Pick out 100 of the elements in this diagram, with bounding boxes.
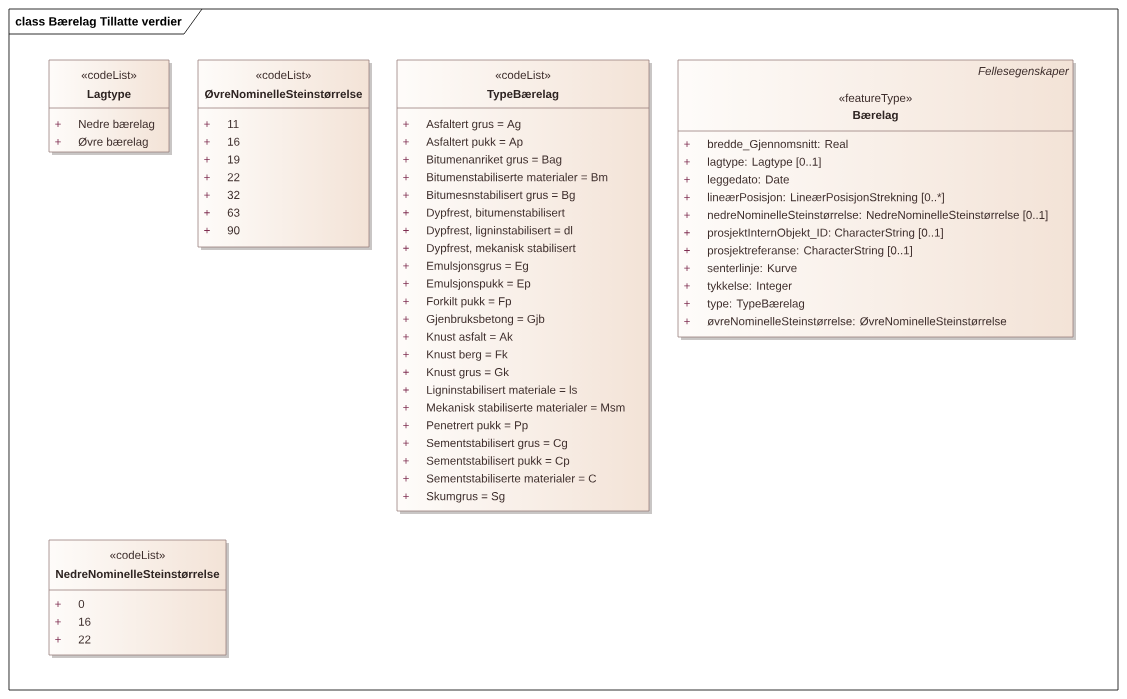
visibility-sign: +: [403, 422, 409, 429]
visibility-sign: +: [403, 209, 409, 216]
attribute-text: Bitumenstabiliserte materialer = Bm: [427, 172, 608, 182]
attribute-text: Gjenbruksbetong = Gjb: [426, 314, 545, 326]
visibility-sign: +: [204, 227, 210, 234]
visibility-sign: +: [204, 139, 210, 145]
visibility-sign: +: [403, 316, 409, 322]
visibility-sign: +: [403, 156, 409, 163]
attribute-text: Asfaltert grus = Ag: [426, 119, 521, 131]
attribute-text: Knust asfalt = Ak: [427, 332, 513, 341]
visibility-sign: +: [403, 369, 409, 376]
visibility-sign: +: [204, 156, 210, 163]
visibility-sign: +: [403, 458, 409, 464]
stereotype-label: «codeList»: [256, 70, 311, 80]
attribute-text: nedreNominelleSteinstørrelse: NedreNominelleSteinstørrelse [0..1]: [708, 210, 1048, 222]
attribute-text: Skumgrus = Sg: [426, 491, 505, 503]
visibility-sign: +: [204, 209, 210, 216]
attribute-text: 0: [78, 600, 85, 609]
attribute-text: senterlinje: Kurve: [707, 263, 797, 275]
class-name: Bærelag: [853, 110, 898, 122]
visibility-sign: +: [55, 636, 61, 643]
visibility-sign: +: [684, 265, 690, 272]
attribute-text: 16: [79, 617, 91, 626]
visibility-sign: +: [403, 493, 409, 500]
visibility-sign: +: [684, 212, 690, 218]
attribute-text: 63: [227, 208, 240, 217]
attribute-text: Emulsjonsgrus = Eg: [427, 261, 529, 273]
attribute-text: Sementstabilisert grus = Cg: [426, 438, 567, 450]
visibility-sign: +: [403, 475, 409, 482]
attribute-text: prosjektInternObjekt_ID: CharacterString [0..1]: [707, 228, 943, 239]
attribute-text: type: TypeBærelag: [707, 299, 805, 310]
attribute-text: 90: [227, 226, 240, 235]
visibility-sign: +: [403, 334, 409, 340]
attribute-text: Sementstabiliserte materialer = C: [426, 474, 597, 483]
attribute-text: øvreNominelleSteinstørrelse: ØvreNominelleSteinstørrelse: [707, 316, 1007, 326]
visibility-sign: +: [684, 247, 690, 254]
attribute-text: tykkelse: Integer: [707, 281, 792, 293]
attribute-text: Asfaltert pukk = Ap: [426, 137, 523, 149]
visibility-sign: +: [403, 298, 409, 305]
visibility-sign: +: [684, 176, 690, 183]
visibility-sign: +: [403, 174, 409, 181]
visibility-sign: +: [403, 245, 409, 252]
visibility-sign: +: [403, 139, 409, 145]
visibility-sign: +: [403, 280, 409, 287]
attribute-text: Penetrert pukk = Pp: [427, 420, 528, 432]
attribute-text: Mekanisk stabiliserte materialer = Msm: [427, 403, 625, 412]
visibility-sign: +: [204, 192, 210, 198]
attribute-text: Emulsjonspukk = Ep: [427, 279, 531, 290]
visibility-sign: +: [684, 300, 690, 307]
visibility-sign: +: [684, 194, 690, 201]
attribute-text: Nedre bærelag: [79, 119, 155, 131]
visibility-sign: +: [403, 387, 409, 393]
attribute-text: Knust grus = Gk: [427, 367, 509, 379]
class-name: TypeBærelag: [487, 89, 559, 101]
attribute-text: lagtype: Lagtype [0..1]: [708, 157, 821, 169]
class-name: ØvreNominelleSteinstørrelse: [205, 89, 363, 99]
visibility-sign: +: [403, 192, 409, 198]
visibility-sign: +: [55, 619, 61, 625]
visibility-sign: +: [204, 174, 210, 181]
visibility-sign: +: [684, 229, 690, 236]
class-name: NedreNominelleSteinstørrelse: [56, 569, 220, 579]
stereotype-label: «featureType»: [839, 93, 912, 105]
attribute-text: 22: [78, 635, 91, 644]
attribute-text: Knust berg = Fk: [427, 350, 508, 361]
attribute-text: 11: [228, 120, 239, 128]
visibility-sign: +: [684, 283, 690, 289]
visibility-sign: +: [204, 121, 210, 127]
stereotype-label: «codeList»: [110, 550, 165, 560]
visibility-sign: +: [684, 318, 690, 325]
attribute-text: Bitumesnstabilisert grus = Bg: [427, 190, 575, 202]
attribute-text: lineærPosisjon: LineærPosisjonStrekning [0..*]: [708, 192, 944, 204]
attribute-text: Dypfrest, ligninstabilisert = dl: [427, 226, 573, 237]
attribute-text: bredde_Gjennomsnitt: Real: [707, 139, 848, 151]
visibility-sign: +: [403, 227, 409, 234]
attribute-text: Ligninstabilisert materiale = ls: [427, 385, 577, 397]
attribute-text: Dypfrest, bitumenstabilisert: [427, 208, 565, 219]
visibility-sign: +: [684, 141, 690, 147]
visibility-sign: +: [55, 121, 61, 127]
class-name: Lagtype: [87, 90, 131, 101]
visibility-sign: +: [403, 440, 409, 446]
visibility-sign: +: [403, 263, 409, 269]
attribute-text: 22: [227, 173, 240, 182]
stereotype-label: «codeList»: [495, 70, 551, 80]
visibility-sign: +: [55, 601, 61, 607]
frame-title: class Bærelag Tillatte verdier: [15, 16, 182, 29]
attribute-text: leggedato: Date: [708, 175, 789, 186]
attribute-text: 32: [227, 190, 240, 199]
visibility-sign: +: [684, 159, 690, 165]
stereotype-label: «codeList»: [81, 70, 137, 80]
attribute-text: Sementstabilisert pukk = Cp: [426, 456, 570, 468]
attribute-text: 19: [228, 155, 240, 164]
package-label: Fellesegenskaper: [978, 66, 1070, 78]
visibility-sign: +: [403, 404, 409, 411]
visibility-sign: +: [55, 139, 61, 145]
visibility-sign: +: [403, 121, 409, 127]
attribute-text: Bitumenanriket grus = Bag: [427, 155, 562, 166]
attribute-text: Dypfrest, mekanisk stabilisert: [427, 243, 576, 255]
attribute-text: prosjektreferanse: CharacterString [0..1]: [707, 246, 912, 257]
attribute-text: 16: [228, 137, 240, 146]
attribute-text: Forkilt pukk = Fp: [427, 296, 512, 308]
